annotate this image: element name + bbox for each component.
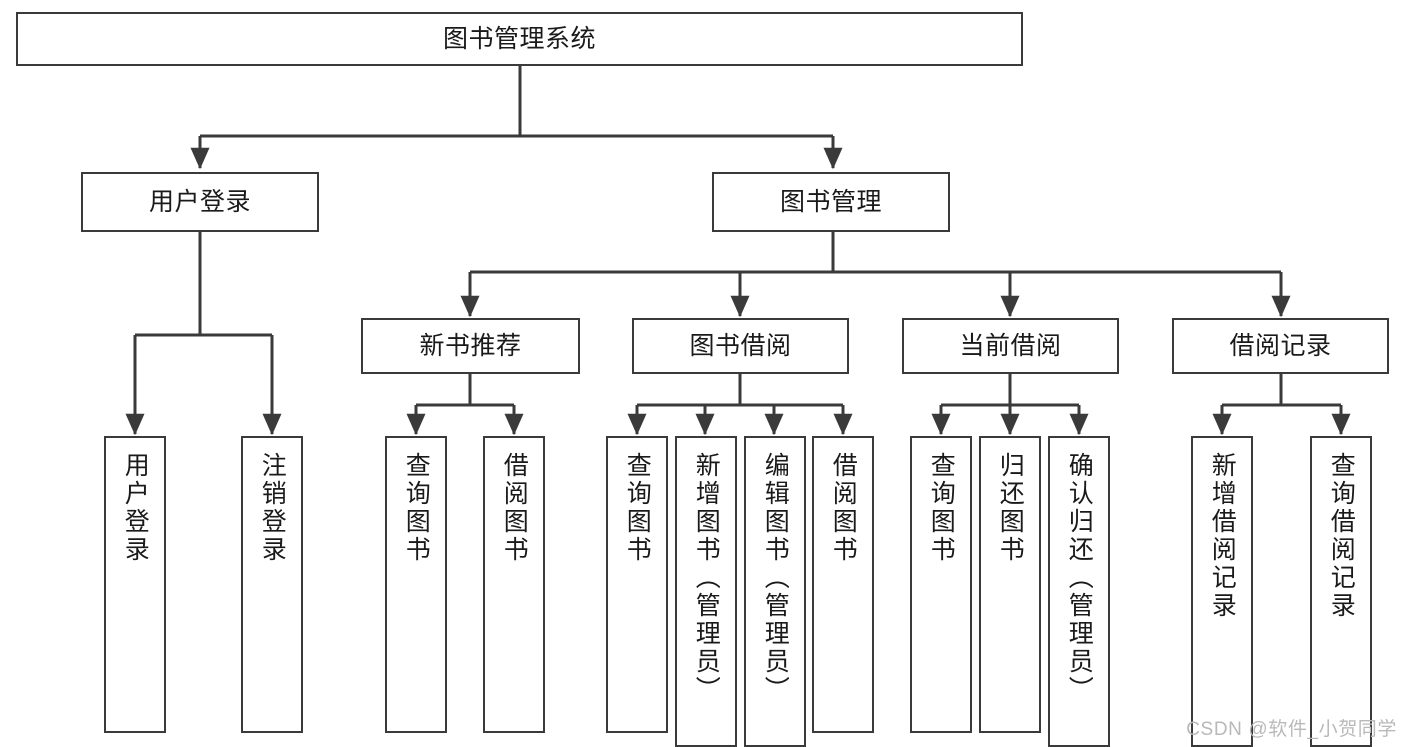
node-book-management[interactable]: 图书管理 [712, 172, 950, 232]
node-label: 当前借阅 [959, 331, 1062, 360]
leaf-borrow-query-book[interactable]: 查询图书 [606, 436, 668, 733]
leaf-borrow-borrow-book[interactable]: 借阅图书 [812, 436, 874, 733]
node-label: 查询图书 [402, 452, 431, 564]
node-root-system[interactable]: 图书管理系统 [16, 12, 1023, 66]
leaf-borrow-add-book-admin[interactable]: 新增图书（管理员） [675, 436, 737, 747]
node-label: 图书借阅 [689, 331, 792, 360]
node-label: 借阅记录 [1229, 331, 1332, 360]
leaf-recommend-query-book[interactable]: 查询图书 [385, 436, 447, 733]
leaf-record-query-loan-record[interactable]: 查询借阅记录 [1310, 436, 1372, 747]
node-user-login[interactable]: 用户登录 [81, 172, 319, 232]
node-label: 借阅图书 [500, 452, 529, 564]
node-label: 注销登录 [258, 452, 287, 564]
leaf-recommend-borrow-book[interactable]: 借阅图书 [483, 436, 545, 733]
node-label: 查询借阅记录 [1327, 452, 1356, 620]
node-label: 确认归还（管理员） [1065, 452, 1094, 704]
node-label: 新增图书（管理员） [692, 452, 721, 704]
node-label: 图书管理 [779, 187, 882, 216]
node-label: 归还图书 [996, 452, 1025, 564]
node-label: 新书推荐 [419, 331, 522, 360]
node-label: 图书管理系统 [442, 24, 596, 53]
leaf-user-logout[interactable]: 注销登录 [241, 436, 303, 733]
leaf-record-add-loan-record[interactable]: 新增借阅记录 [1191, 436, 1253, 747]
node-current-loan[interactable]: 当前借阅 [902, 318, 1119, 374]
node-label: 新增借阅记录 [1208, 452, 1237, 620]
node-loan-record[interactable]: 借阅记录 [1172, 318, 1389, 374]
csdn-watermark: CSDN @软件_小贺同学 [1186, 719, 1397, 740]
leaf-user-login[interactable]: 用户登录 [104, 436, 166, 733]
leaf-current-query-book[interactable]: 查询图书 [910, 436, 972, 733]
node-label: 查询图书 [623, 452, 652, 564]
node-label: 编辑图书（管理员） [761, 452, 790, 704]
leaf-current-return-book[interactable]: 归还图书 [979, 436, 1041, 733]
node-label: 用户登录 [121, 452, 150, 564]
node-label: 借阅图书 [829, 452, 858, 564]
node-label: 查询图书 [927, 452, 956, 564]
node-book-borrow[interactable]: 图书借阅 [632, 318, 849, 374]
node-label: 用户登录 [148, 187, 251, 216]
leaf-current-confirm-return-admin[interactable]: 确认归还（管理员） [1048, 436, 1110, 747]
leaf-borrow-edit-book-admin[interactable]: 编辑图书（管理员） [744, 436, 806, 747]
node-new-book-recommendation[interactable]: 新书推荐 [361, 318, 580, 374]
